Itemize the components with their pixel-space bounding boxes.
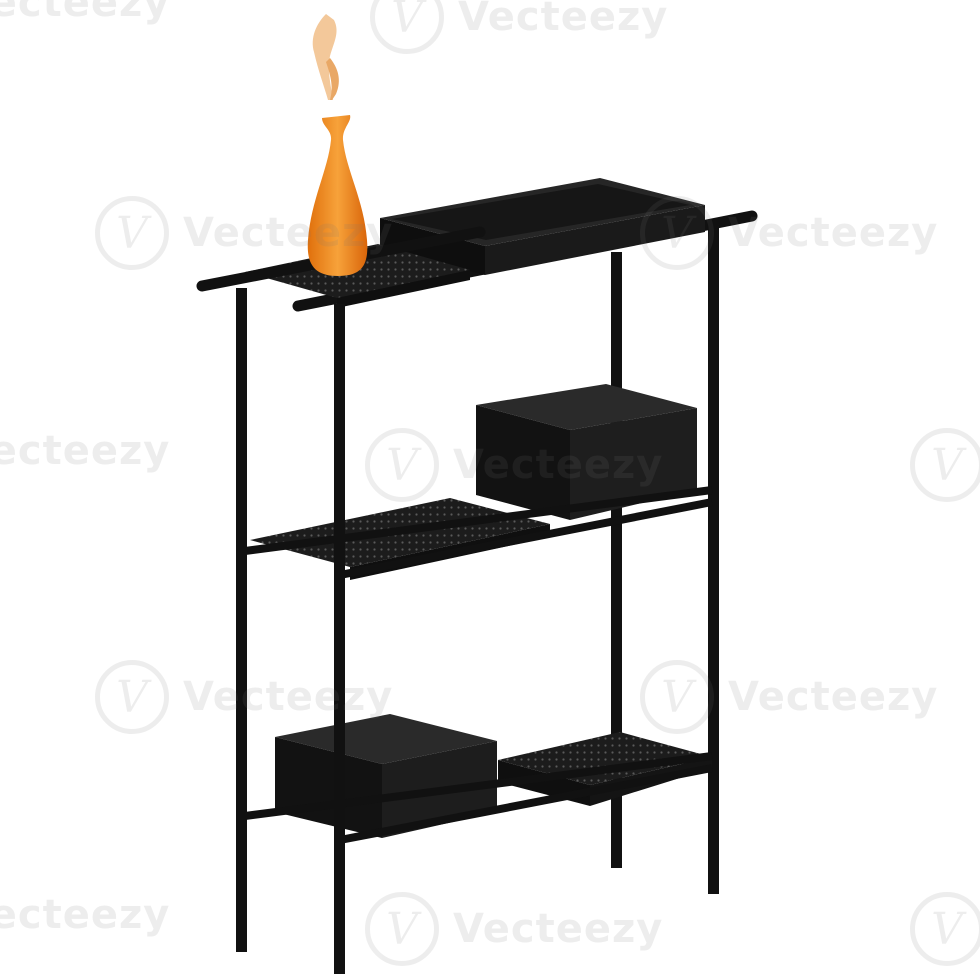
- bottom-box: [244, 714, 713, 844]
- orange-vase: [307, 115, 368, 276]
- middle-shelf-perforated: [244, 486, 713, 580]
- middle-box: [476, 384, 697, 520]
- flower: [312, 14, 339, 100]
- top-tray: [380, 178, 705, 275]
- back-posts: [611, 222, 719, 894]
- front-posts: [236, 288, 345, 974]
